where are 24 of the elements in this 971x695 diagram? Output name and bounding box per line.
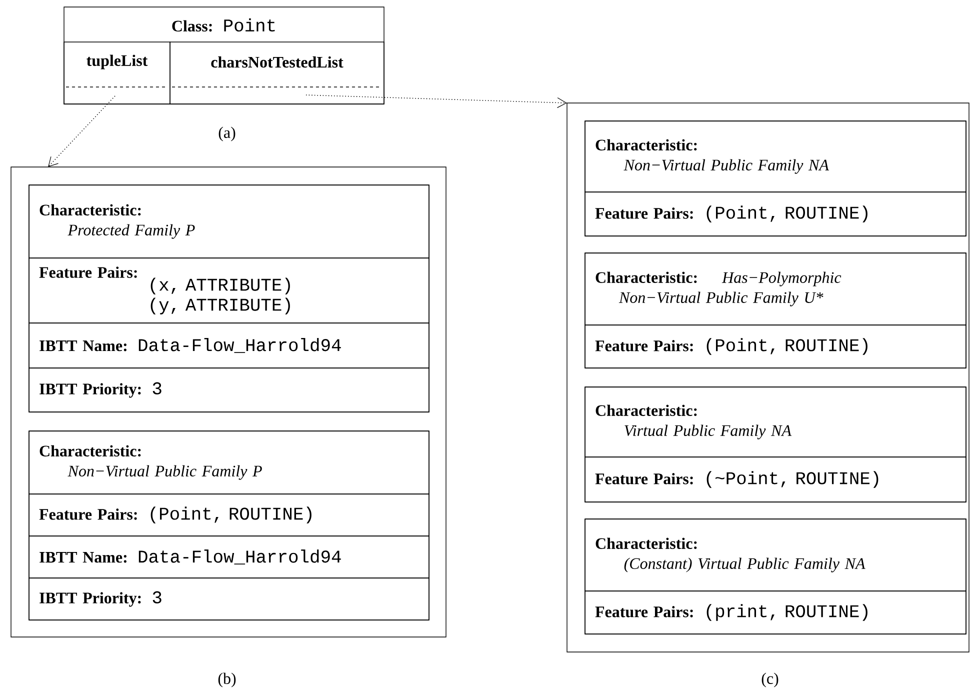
card-row: IBTT Name: Data-Flow_Harrold94	[28, 322, 430, 368]
card-row: Characteristic: Has−Polymorphic Non−Virtual Public Family U*	[584, 252, 966, 326]
panel-caption: (a)	[218, 126, 236, 142]
card-row: Feature Pairs: (Point, ROUTINE)	[28, 494, 430, 536]
card-row: IBTT Name: Data-Flow_Harrold94	[28, 536, 430, 578]
card-row: Characteristic: Non−Virtual Public Family P	[28, 430, 430, 494]
table-cell: charsNotTestedList	[170, 42, 384, 104]
table-cell: tupleList	[64, 42, 170, 104]
panel-caption: (c)	[762, 672, 778, 688]
panel-caption: (b)	[218, 672, 236, 688]
card-row: IBTT Priority: 3	[28, 578, 430, 620]
table-header: Class: Point	[172, 18, 275, 32]
card-row: Feature Pairs: (print, ROUTINE)	[584, 590, 966, 634]
card-row: Characteristic: (Constant) Virtual Public Family NA	[584, 518, 966, 592]
card-row: Characteristic: Virtual Public Family NA	[584, 386, 966, 458]
card-row: IBTT Priority: 3	[28, 368, 430, 412]
card-row: Feature Pairs: (x, ATTRIBUTE) (y, ATTRIBUTE)	[28, 258, 430, 324]
card-row: Feature Pairs: (Point, ROUTINE)	[584, 324, 966, 368]
card-row: Characteristic: Protected Family P	[28, 184, 430, 258]
card-row: Characteristic: Non−Virtual Public Family NA	[584, 120, 966, 192]
card-row: Feature Pairs: (Point, ROUTINE)	[584, 192, 966, 236]
card-row: Feature Pairs: (~Point, ROUTINE)	[584, 456, 966, 502]
arrow	[48, 96, 116, 167]
arrow	[306, 94, 567, 108]
